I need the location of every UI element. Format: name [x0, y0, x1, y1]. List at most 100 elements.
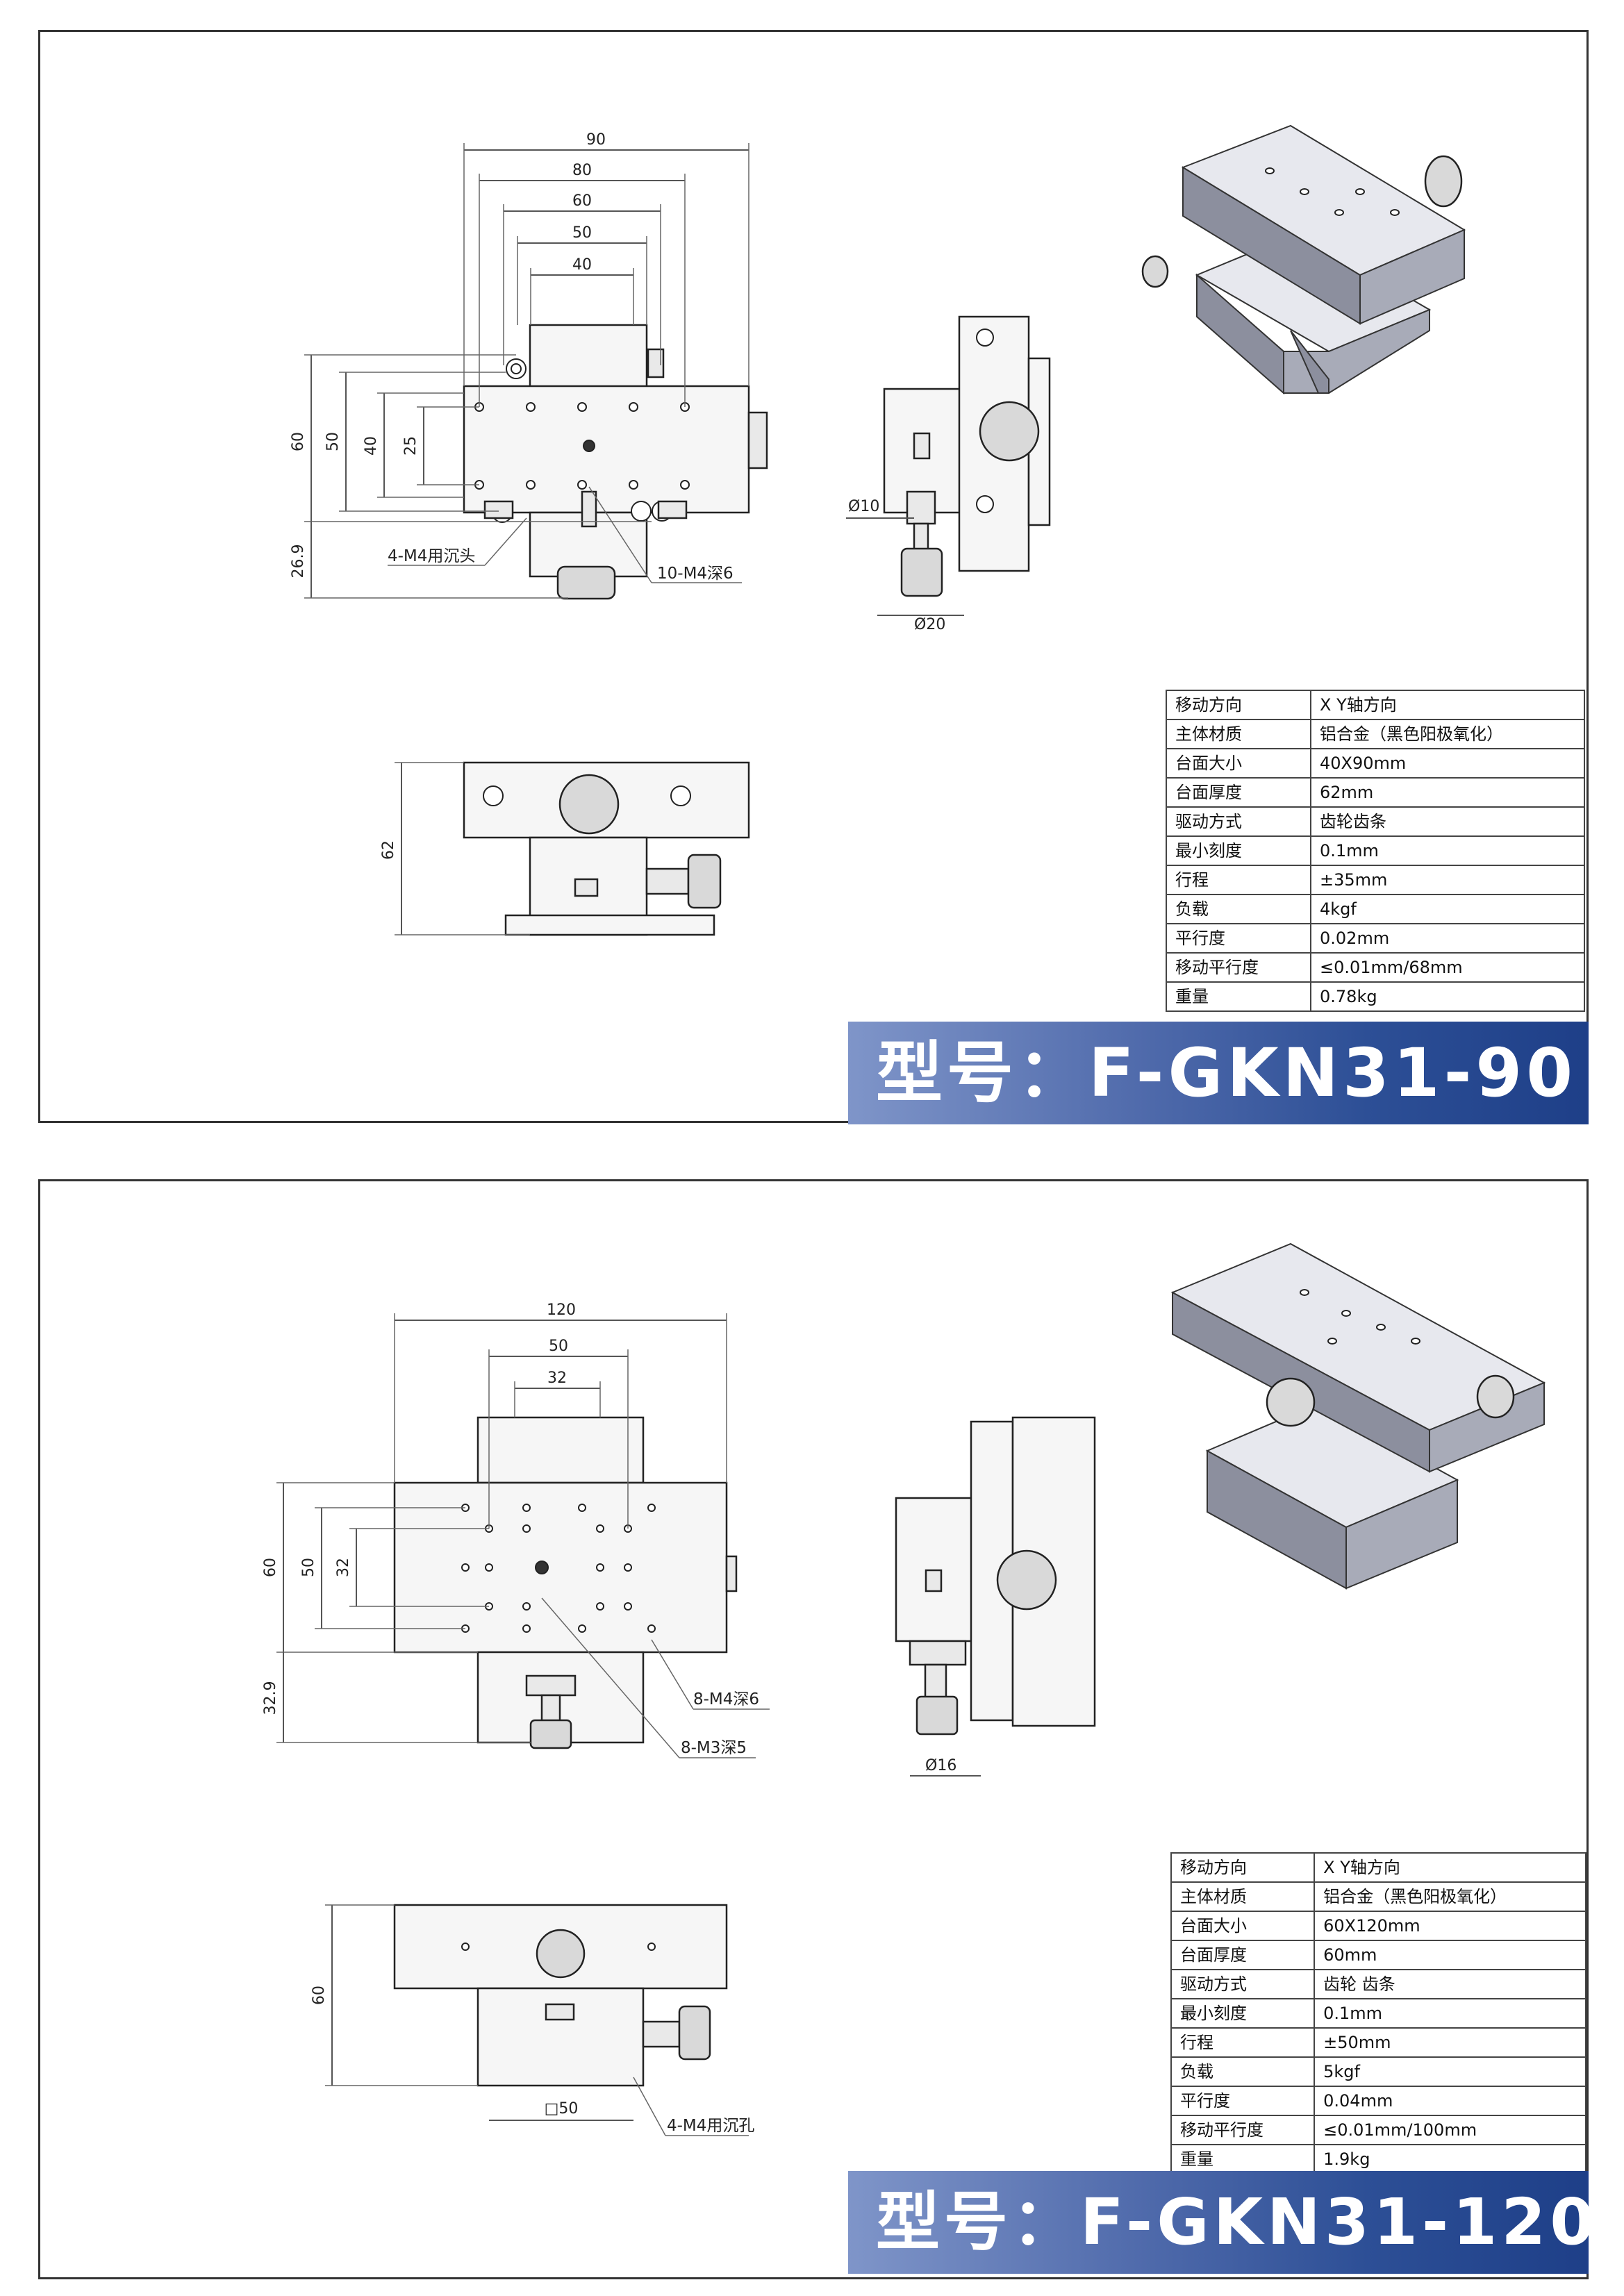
- dimension-lines-horizontal: [394, 1313, 727, 1529]
- front-lower: [477, 1987, 645, 2087]
- spec-key: 台面厚度: [1166, 777, 1311, 808]
- note-4-m4-countersunk: 4-M4用沉头: [388, 547, 475, 565]
- leader-line: [633, 2077, 666, 2136]
- spec-key: 驱动方式: [1166, 806, 1311, 837]
- spec-value: 0.1mm: [1310, 835, 1585, 866]
- mount-hole: [976, 328, 994, 347]
- dim-32-v: 32: [335, 1558, 352, 1577]
- knob-shaft: [540, 1694, 561, 1724]
- note-4-m4-counterbore: 4-M4用沉孔: [667, 2117, 754, 2135]
- mount-hole: [483, 785, 504, 806]
- spec-value: 4kgf: [1310, 894, 1585, 924]
- lock-screw: [647, 348, 665, 378]
- front-side-knob: [678, 2005, 711, 2061]
- spec-value: 铝合金（黑色阳极氧化）: [1310, 719, 1585, 749]
- front-lock: [574, 878, 599, 897]
- side-shaft: [913, 522, 929, 553]
- leader-line: [651, 1639, 694, 1710]
- spec-value: 0.04mm: [1314, 2086, 1586, 2116]
- dim-40-v: 40: [363, 436, 380, 456]
- spec-value: 60X120mm: [1314, 1911, 1586, 1941]
- spec-value: ±35mm: [1310, 865, 1585, 895]
- dim-60-v: 60: [290, 432, 307, 451]
- side-view: [883, 315, 1051, 597]
- dim-50-v: 50: [324, 432, 342, 451]
- dim-diameter-20: Ø20: [914, 616, 945, 633]
- spec-key: 重量: [1166, 981, 1311, 1012]
- spec-value: 0.1mm: [1314, 1998, 1586, 2029]
- side-knob-face: [979, 401, 1040, 462]
- spec-key: 台面大小: [1170, 1911, 1316, 1941]
- spec-value: ≤0.01mm/100mm: [1314, 2115, 1586, 2145]
- render-knob: [1266, 1377, 1316, 1427]
- spec-value: 5kgf: [1314, 2056, 1586, 2087]
- dim-120: 120: [547, 1301, 576, 1319]
- spec-key: 最小刻度: [1170, 1998, 1316, 2029]
- product-3d-render: [1141, 124, 1466, 395]
- spec-row: 主体材质铝合金（黑色阳极氧化）: [1170, 1881, 1586, 1912]
- side-shaft: [924, 1663, 947, 1701]
- product-3d-render: [1170, 1242, 1546, 1590]
- side-lock: [913, 432, 931, 460]
- dim-diameter-16: Ø16: [925, 1757, 956, 1774]
- dim-40: 40: [572, 256, 592, 274]
- spec-row: 行程±50mm: [1170, 2027, 1586, 2058]
- stage-table: [393, 1481, 728, 1654]
- leader-line: [484, 517, 527, 566]
- spec-key: 台面厚度: [1170, 1940, 1316, 1970]
- dimension-lines-vertical: [304, 354, 652, 599]
- note-8-m3-depth5: 8-M3深5: [681, 1739, 747, 1757]
- side-lock: [925, 1569, 943, 1592]
- front-view: [393, 1904, 728, 2087]
- spec-key: 台面大小: [1166, 748, 1311, 779]
- side-knob: [747, 411, 768, 469]
- spec-key: 移动平行度: [1166, 952, 1311, 983]
- model-banner: 型号：F-GKN31-120: [848, 2171, 1594, 2274]
- dim-diameter-10: Ø10: [848, 498, 879, 515]
- spec-key: 最小刻度: [1166, 835, 1311, 866]
- spec-value: 1.9kg: [1314, 2144, 1586, 2174]
- dimension-lines-vertical: [276, 1482, 531, 1743]
- leader-line: [588, 486, 652, 583]
- render-knob: [1476, 1374, 1515, 1419]
- front-side-knob: [687, 854, 722, 909]
- side-knob: [900, 547, 943, 597]
- side-knob-face: [996, 1549, 1057, 1611]
- note-10-m4-depth6: 10-M4深6: [657, 565, 734, 583]
- knob-shaft: [581, 490, 597, 528]
- spec-key: 行程: [1166, 865, 1311, 895]
- dim-60: 60: [572, 192, 592, 210]
- side-shaft-collar: [906, 490, 936, 525]
- spec-key: 驱动方式: [1170, 1969, 1316, 1999]
- stage-table: [463, 385, 750, 514]
- spec-value: X Y轴方向: [1310, 690, 1585, 720]
- spec-value: 60mm: [1314, 1940, 1586, 1970]
- dim-25-v: 25: [402, 436, 420, 456]
- front-shaft: [645, 867, 690, 895]
- front-lock: [545, 2003, 575, 2021]
- spec-row: 主体材质铝合金（黑色阳极氧化）: [1166, 719, 1585, 749]
- dim-26-9-v: 26.9: [290, 544, 307, 579]
- spec-key: 行程: [1170, 2027, 1316, 2058]
- front-knob: [556, 565, 616, 600]
- spec-key: 主体材质: [1166, 719, 1311, 749]
- technical-drawing-bottom: 120 50 32 60 50 32 32.9 8-M4深6 8-M3深5: [262, 1242, 1546, 2136]
- spec-key: 重量: [1170, 2144, 1316, 2174]
- spec-value: ≤0.01mm/68mm: [1310, 952, 1585, 983]
- top-view: [463, 324, 768, 600]
- dim-50: 50: [572, 224, 592, 242]
- drawing-sheet-f-gkn31-120: 120 50 32 60 50 32 32.9 8-M4深6 8-M3深5: [38, 1179, 1594, 2279]
